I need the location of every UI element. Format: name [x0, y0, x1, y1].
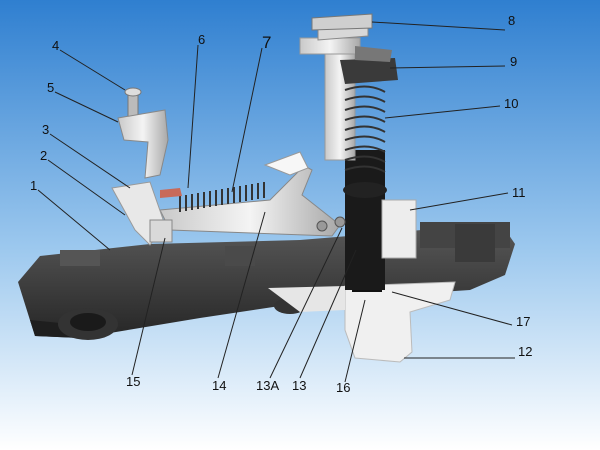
label-13a: 13A	[256, 378, 279, 393]
label-7: 7	[262, 33, 271, 52]
lever-assembly	[159, 151, 346, 237]
label-14: 14	[212, 378, 226, 393]
label-17: 17	[516, 314, 530, 329]
label-13: 13	[292, 378, 306, 393]
label-15: 15	[126, 374, 140, 389]
label-6: 6	[198, 32, 205, 47]
label-8: 8	[508, 13, 515, 28]
label-12: 12	[518, 344, 532, 359]
label-10: 10	[504, 96, 518, 111]
label-16: 16	[336, 380, 350, 395]
label-2: 2	[40, 148, 47, 163]
label-11: 11	[512, 185, 526, 200]
label-5: 5	[47, 80, 54, 95]
label-1: 1	[30, 178, 37, 193]
label-3: 3	[42, 122, 49, 137]
shaft-assembly	[299, 13, 417, 290]
label-4: 4	[52, 38, 59, 53]
label-9: 9	[510, 54, 517, 69]
callout-labels: 1 2 3 4 5 6 7 8 9 10 11 12 13 13A 14 15	[30, 13, 532, 395]
bracket-assembly	[111, 87, 173, 246]
